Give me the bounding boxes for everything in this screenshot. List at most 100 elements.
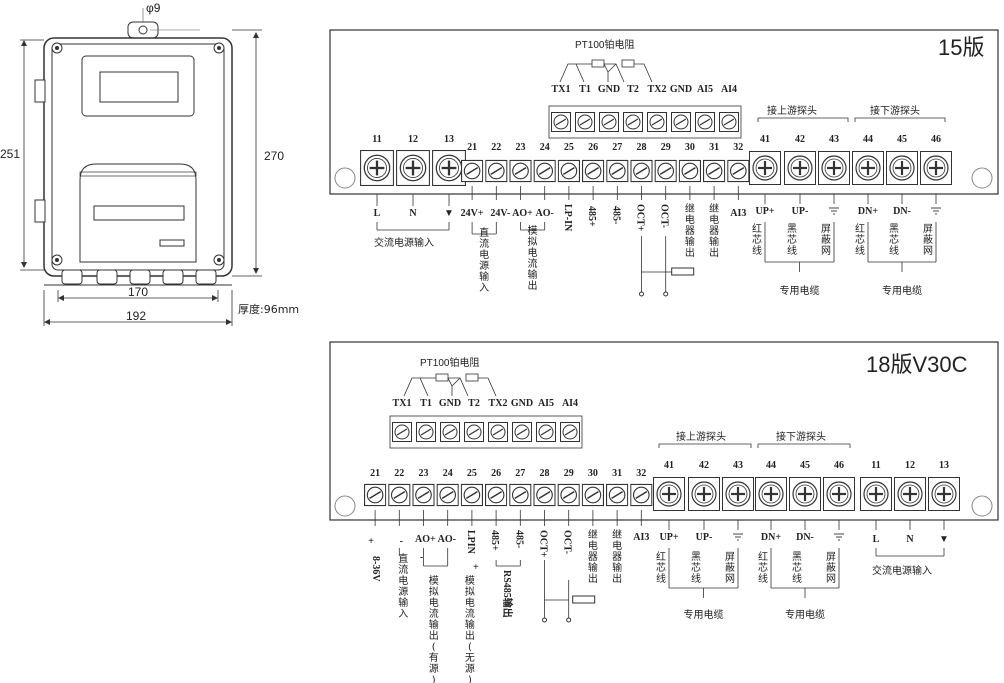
top-terminal-screw[interactable] [695, 111, 715, 133]
top-terminal-screw[interactable] [623, 111, 643, 133]
top-terminal-screw[interactable] [488, 421, 508, 443]
wire-color-label-char: 屏 [821, 223, 831, 235]
signal-terminal-screw[interactable] [460, 483, 484, 507]
wire-color-label: 屏蔽网 [826, 551, 836, 585]
probe-terminal-screw[interactable] [722, 476, 754, 512]
power-terminal-screw[interactable] [860, 476, 892, 512]
power-terminal-screw[interactable] [396, 150, 430, 186]
probe-terminal-screw[interactable] [688, 476, 720, 512]
signal-terminal-screw[interactable] [436, 483, 459, 507]
probe-wire-label: DN- [796, 532, 814, 543]
signal-terminal-screw[interactable] [727, 159, 750, 183]
top-terminal-screw[interactable] [392, 421, 412, 443]
relay-output-label-char: 出 [612, 572, 622, 585]
signal-terminal-screw[interactable] [485, 483, 508, 507]
probe-terminal-screw[interactable] [852, 150, 884, 186]
top-terminal-screw[interactable] [575, 111, 595, 133]
probe-terminal-screw[interactable] [755, 476, 787, 512]
signal-terminal-screw[interactable] [606, 483, 629, 507]
top-terminal-block [389, 415, 583, 449]
probe-terminal-screw[interactable] [784, 150, 816, 186]
rs485-plus-label: 485+ [586, 206, 597, 227]
signal-terminal-screw[interactable] [412, 483, 435, 507]
signal-terminal-screw[interactable] [630, 159, 653, 183]
relay-output-label-char: 输 [709, 235, 719, 248]
analog-passive-label-char: 电 [465, 596, 475, 609]
terminal-number: 22 [491, 142, 501, 153]
power-terminal-screw[interactable] [360, 150, 394, 186]
height-outer-label: 270 [264, 149, 284, 163]
signal-terminal-screw[interactable] [388, 483, 411, 507]
signal-terminal-screw[interactable] [606, 159, 629, 183]
probe-terminal-screw[interactable] [789, 476, 821, 512]
probe-terminal-screw[interactable] [886, 150, 918, 186]
bottom-label: AO- [536, 208, 554, 219]
terminal-number: 31 [709, 142, 719, 153]
signal-terminal-screw[interactable] [509, 159, 532, 183]
dc-input-label-char: 直 [398, 552, 408, 565]
top-terminal-screw[interactable] [551, 111, 571, 133]
top-terminal-screw[interactable] [416, 421, 436, 443]
top-terminal-screw[interactable] [599, 111, 619, 133]
signal-terminal-screw[interactable] [557, 159, 581, 183]
top-terminal-screw[interactable] [440, 421, 460, 443]
top-terminal-label: GND [598, 84, 620, 95]
signal-terminal-screw[interactable] [582, 159, 605, 183]
dc-input-label-char: 直 [479, 226, 489, 239]
probe-terminal-screw[interactable] [749, 150, 781, 186]
signal-terminal-screw[interactable] [533, 483, 556, 507]
signal-terminal-screw[interactable] [364, 483, 387, 507]
top-terminal-label: GND [670, 84, 692, 95]
wire-color-label: 屏蔽网 [725, 551, 735, 585]
power-terminal-screw[interactable] [928, 476, 960, 512]
signal-terminal-screw[interactable] [533, 159, 556, 183]
analog-output-label-char: 电 [528, 246, 538, 259]
top-terminal-label: TX1 [393, 398, 412, 409]
signal-terminal-screw[interactable] [485, 159, 508, 183]
signal-terminal-screw[interactable] [703, 159, 726, 183]
analog-active-label-char: ) [432, 675, 436, 683]
probe-terminal-screw[interactable] [920, 150, 952, 186]
probe-terminal-screw[interactable] [818, 150, 850, 186]
top-terminal-screw[interactable] [536, 421, 556, 443]
wire-color-label-char: 芯 [855, 233, 865, 246]
power-terminal-screw[interactable] [432, 150, 466, 186]
wire-color-label-char: 芯 [787, 233, 797, 246]
dc-input-label-char: 源 [398, 585, 408, 598]
top-terminal-screw[interactable] [647, 111, 667, 133]
ac-input-label: 交流电源输入 [374, 236, 434, 249]
wire-color-label-char: 红 [656, 550, 666, 563]
rs485-output-label: RS485输出 [501, 570, 514, 618]
voltage-label: 8-36V [370, 556, 381, 582]
signal-terminal-screw[interactable] [581, 483, 605, 507]
relay-output-label-char: 电 [588, 539, 598, 552]
top-terminal-screw[interactable] [671, 111, 691, 133]
power-terminal-screw[interactable] [894, 476, 926, 512]
top-terminal-label: T2 [627, 84, 639, 95]
terminal-number: 26 [588, 142, 598, 153]
top-terminal-label: TX2 [648, 84, 667, 95]
signal-terminal-screw[interactable] [509, 483, 532, 507]
probe-terminal-screw[interactable] [653, 476, 685, 512]
probe-wire-label: DN- [893, 206, 911, 217]
relay-output-label-char: 器 [612, 551, 622, 563]
plus-label: + [473, 562, 479, 573]
top-terminal-screw[interactable] [464, 421, 484, 443]
signal-terminal-screw[interactable] [461, 159, 484, 183]
terminal-number: 23 [516, 142, 526, 153]
probe-wire-label: UP- [696, 532, 713, 543]
top-terminal-screw[interactable] [560, 421, 580, 443]
signal-terminal-screw[interactable] [654, 159, 677, 183]
signal-terminal-screw[interactable] [557, 483, 580, 507]
top-terminal-label: AI5 [538, 398, 554, 409]
probe-terminal-screw[interactable] [823, 476, 855, 512]
lpin-label: LPIN [465, 530, 476, 555]
signal-terminal-screw[interactable] [630, 483, 653, 507]
dc-input-label-char: 输 [398, 596, 408, 609]
analog-passive-label-char: ) [468, 675, 472, 683]
top-terminal-screw[interactable] [719, 111, 739, 133]
top-terminal-screw[interactable] [512, 421, 532, 443]
signal-terminal-screw[interactable] [678, 159, 702, 183]
version-title: 15版 [938, 35, 984, 60]
